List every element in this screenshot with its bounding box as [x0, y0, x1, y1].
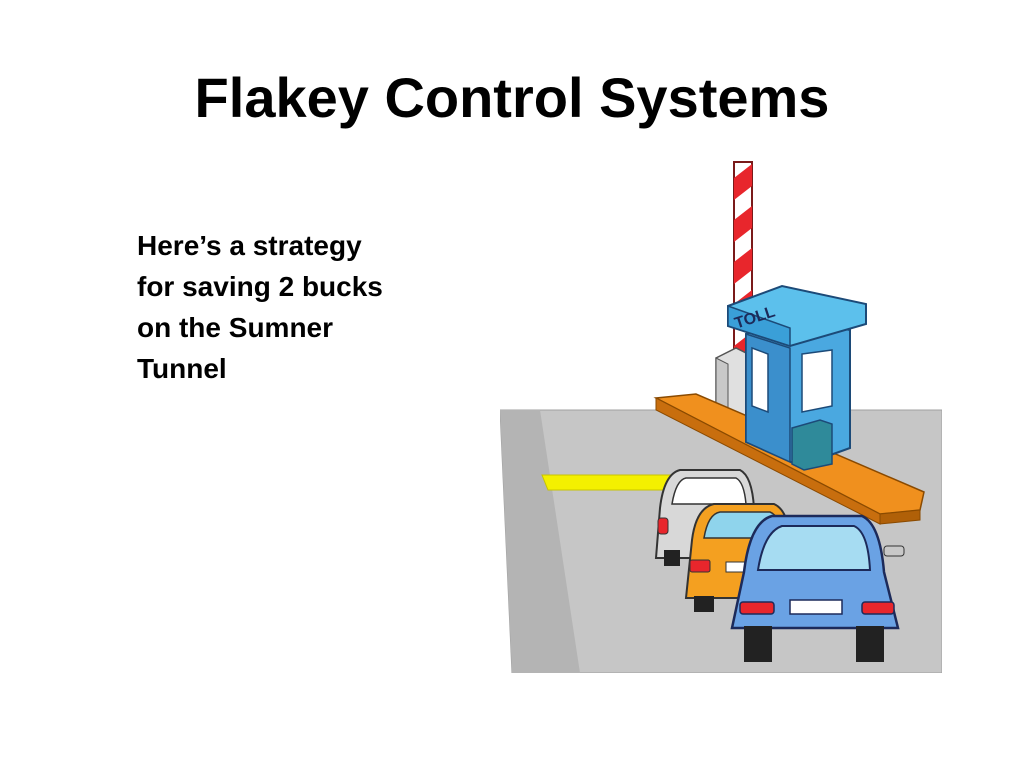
- toll-booth-illustration: TOLL: [500, 161, 942, 673]
- car-front: [730, 514, 905, 662]
- slide-body-text: Here’s a strategy for saving 2 bucks on …: [137, 230, 383, 384]
- slide-title: Flakey Control Systems: [194, 66, 830, 129]
- road-shadow: [500, 410, 580, 673]
- toll-booth: TOLL: [727, 284, 867, 471]
